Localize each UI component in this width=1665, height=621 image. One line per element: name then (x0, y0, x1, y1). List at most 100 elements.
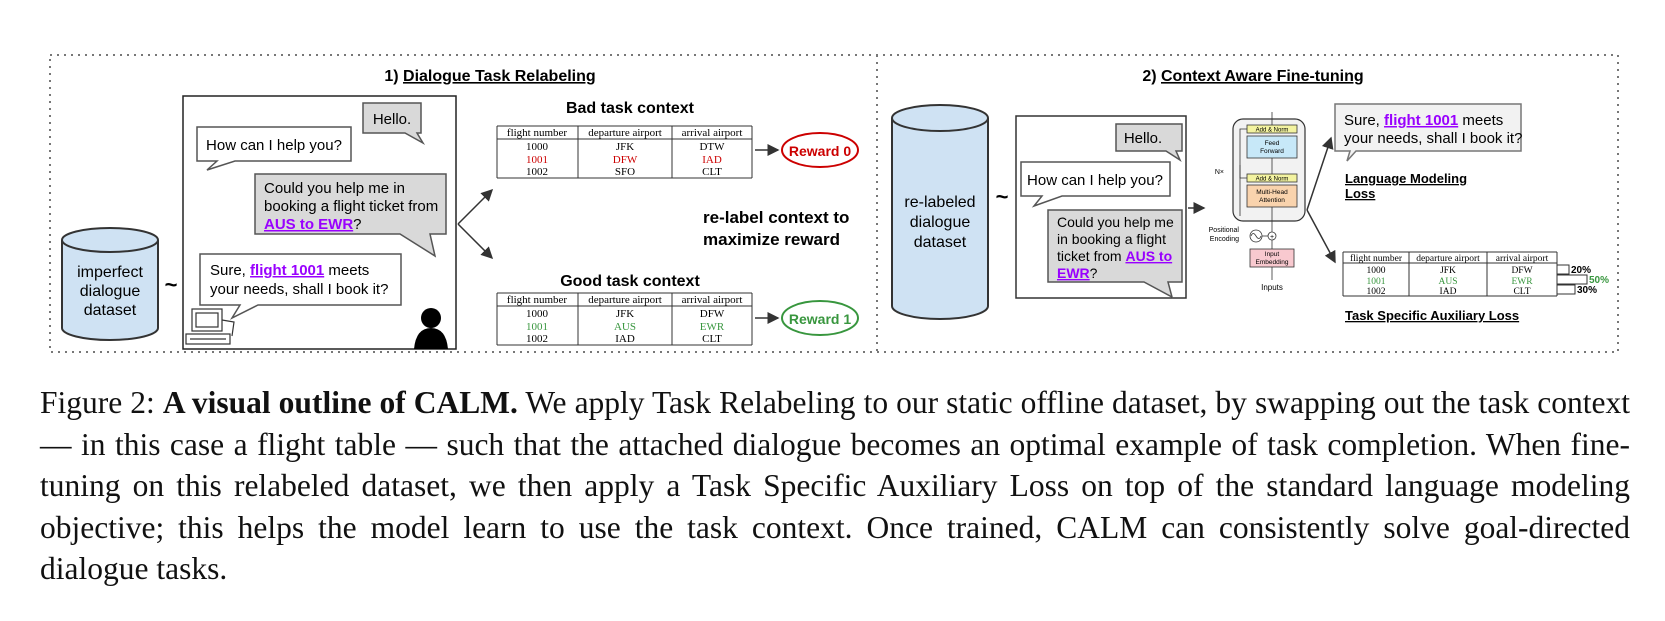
prob-bar (1556, 264, 1570, 275)
table-header: departure airport (588, 294, 662, 306)
svg-text:Positional: Positional (1209, 227, 1240, 234)
table-cell: CLT (702, 333, 722, 345)
dataset-label-line: dialogue (80, 283, 141, 300)
svg-text:Embedding: Embedding (1256, 259, 1289, 266)
speech-bubble-help: How can I help you? (1020, 161, 1171, 208)
reward0-badge: Reward 0 (781, 132, 859, 168)
svg-text:Could you help me in: Could you help me in (264, 180, 405, 197)
svg-text:Reward 0: Reward 0 (789, 143, 851, 159)
svg-text:Hello.: Hello. (1124, 130, 1162, 147)
speech-bubble-help: How can I help you? (196, 126, 352, 171)
relabel-text: re-label context to (703, 208, 849, 227)
arrow-to-aux-table (1306, 209, 1336, 264)
relabel-text: maximize reward (703, 230, 840, 249)
prob-bar (1556, 284, 1576, 295)
lm-loss-label: Language Modeling (1345, 171, 1467, 186)
dataset-label-line: dialogue (910, 214, 971, 231)
table-cell: CLT (702, 166, 722, 178)
svg-text:Could you help me: Could you help me (1057, 214, 1174, 230)
svg-text:Add & Norm: Add & Norm (1256, 177, 1289, 183)
speech-bubble-hello: Hello. (1115, 123, 1183, 162)
table-cell: JFK (616, 141, 634, 153)
svg-text:in booking a flight: in booking a flight (1057, 231, 1166, 247)
aus-to-link: AUS to (1125, 248, 1172, 264)
speech-bubble-reply: Sure, flight 1001 meets your needs, shal… (199, 253, 402, 320)
table-cell: IAD (1440, 287, 1457, 297)
dataset-label-line: dataset (84, 302, 137, 319)
speech-bubble-hello: Hello. (362, 102, 426, 146)
table-cell-highlight: EWR (1511, 277, 1533, 287)
table-cell-highlight: AUS (614, 321, 636, 333)
table-header: departure airport (1416, 254, 1480, 264)
svg-text:Inputs: Inputs (1261, 283, 1283, 292)
panel-context-aware-fine-tuning: 2) Context Aware Fine-tuning re-labeled … (891, 68, 1609, 323)
table-header: flight number (1350, 253, 1403, 264)
table-cell-highlight: EWR (700, 321, 725, 333)
table-cell: JFK (616, 308, 634, 320)
transformer-diagram: Add & Norm Feed Forward Add & Norm Multi… (1209, 112, 1306, 292)
tilde: ~ (996, 184, 1009, 209)
table-cell: DFW (700, 308, 725, 320)
svg-text:EWR?: EWR? (1057, 265, 1098, 281)
computer-icon (185, 308, 235, 345)
svg-text:Multi-Head: Multi-Head (1256, 189, 1288, 196)
table-cell: 1002 (526, 333, 548, 345)
table-cell: IAD (615, 333, 635, 345)
table-cell: JFK (1440, 266, 1456, 276)
table-header: departure airport (588, 127, 662, 139)
speech-bubble-output: Sure, flight 1001 meets your needs, shal… (1334, 103, 1522, 162)
svg-text:How can I help you?: How can I help you? (206, 137, 342, 154)
svg-text:Hello.: Hello. (373, 111, 411, 128)
relabeled-dataset-cylinder: re-labeled dialogue dataset (891, 104, 989, 320)
svg-text:your needs, shall I book it?: your needs, shall I book it? (210, 281, 388, 298)
panel-dialogue-task-relabeling: 1) Dialogue Task Relabeling imperfect di… (61, 68, 859, 350)
aux-context-table: flight number departure airport arrival … (1342, 251, 1558, 297)
probability-bars: 20% 50% 30% (1556, 264, 1609, 296)
svg-text:Sure, flight 1001 meets: Sure, flight 1001 meets (210, 262, 369, 279)
svg-text:+: + (1270, 234, 1274, 241)
prob-label: 30% (1577, 285, 1597, 296)
bad-context-title: Bad task context (566, 100, 695, 117)
table-cell: 1000 (526, 141, 549, 153)
svg-text:Feed: Feed (1265, 140, 1280, 147)
svg-text:Add & Norm: Add & Norm (1256, 128, 1289, 134)
speech-bubble-request: Could you help me in booking a flight ti… (254, 173, 447, 258)
table-cell: 1002 (1367, 287, 1386, 297)
caption-text: We apply Task Relabeling to our static o… (40, 385, 1631, 586)
table-cell-highlight: 1001 (526, 154, 548, 166)
prob-bar (1556, 274, 1588, 285)
svg-text:Encoding: Encoding (1210, 236, 1239, 243)
svg-text:booking a flight ticket from: booking a flight ticket from (264, 198, 438, 215)
arrow-to-good-context (457, 223, 494, 260)
flight-1001-link: flight 1001 (250, 262, 324, 279)
table-cell-highlight: 1001 (1367, 277, 1386, 287)
user-icon (414, 308, 448, 349)
imperfect-dataset-cylinder: imperfect dialogue dataset (61, 227, 159, 341)
svg-text:Forward: Forward (1260, 148, 1284, 155)
aus-to-ewr-link: AUS to EWR (264, 216, 353, 233)
ewr-link: EWR (1057, 265, 1090, 281)
panel1-title: 1) Dialogue Task Relabeling (384, 68, 595, 85)
table-header: arrival airport (682, 294, 743, 306)
prob-label: 50% (1589, 275, 1609, 286)
arrow-to-bad-context (457, 188, 494, 225)
table-cell: 1002 (526, 166, 548, 178)
table-cell-highlight: AUS (1438, 277, 1457, 287)
table-cell-highlight: IAD (702, 154, 722, 166)
svg-text:your needs, shall I book it?: your needs, shall I book it? (1344, 130, 1522, 147)
svg-text:AUS to EWR?: AUS to EWR? (264, 216, 362, 233)
table-cell-highlight: 1001 (526, 321, 548, 333)
caption-label: Figure 2: (40, 385, 155, 420)
good-context-title: Good task context (560, 273, 700, 290)
table-cell-highlight: DFW (613, 154, 638, 166)
table-header: arrival airport (1496, 254, 1549, 264)
svg-text:How can I help you?: How can I help you? (1027, 172, 1163, 189)
speech-bubble-request: Could you help me in booking a flight ti… (1047, 209, 1183, 299)
flight-1001-link: flight 1001 (1384, 112, 1458, 129)
lm-loss-label: Loss (1345, 186, 1375, 201)
table-cell: SFO (615, 166, 635, 178)
table-cell: 1000 (526, 308, 549, 320)
table-cell: 1000 (1367, 266, 1386, 276)
panel2-title: 2) Context Aware Fine-tuning (1142, 68, 1363, 85)
table-cell: DTW (699, 141, 725, 153)
